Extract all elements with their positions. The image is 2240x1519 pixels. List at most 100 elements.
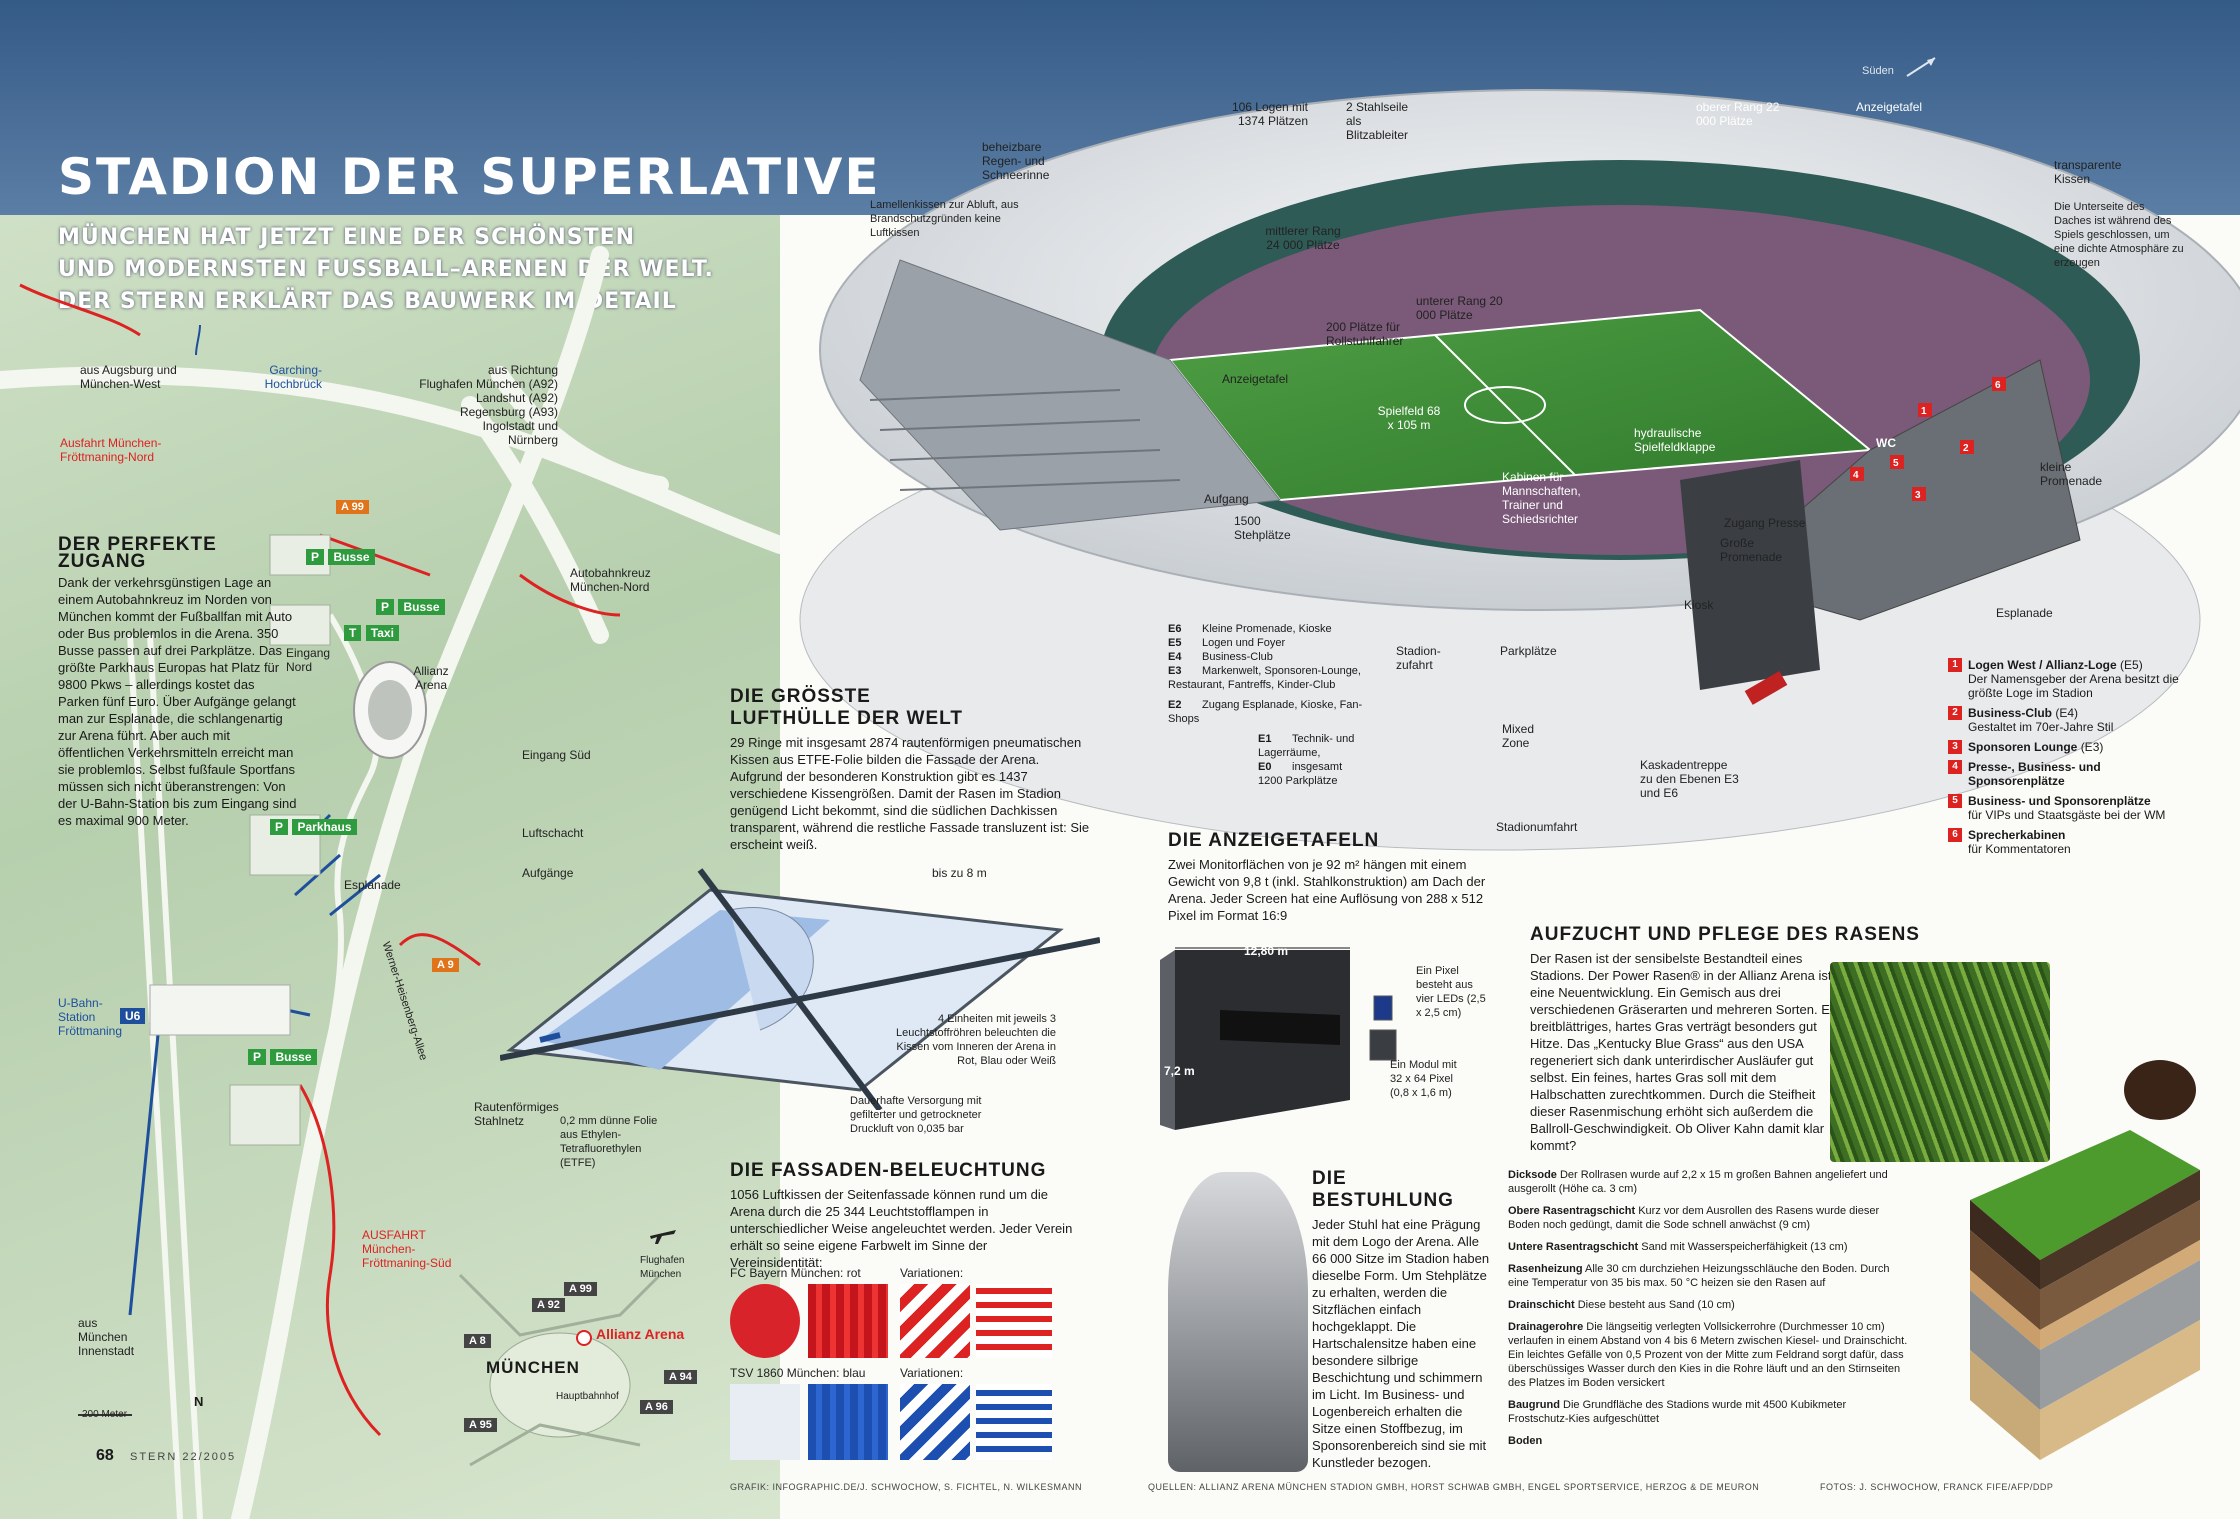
label-hauptbahnhof: Hauptbahnhof	[556, 1391, 619, 1402]
layer-item: Untere Rasentragschicht Sand mit Wassers…	[1508, 1240, 1908, 1254]
legend-number: 6	[1948, 828, 1962, 842]
label-anzeigetafel-top: Anzeigetafel	[1856, 100, 1923, 114]
parking-busse-1: P Busse	[306, 548, 375, 566]
layer-item: Drainagerohre Die längseitig verlegten V…	[1508, 1320, 1908, 1390]
label-parkplaetze: Parkplätze	[1500, 644, 1557, 658]
floor-code: E2	[1168, 699, 1182, 711]
layer-name: Baugrund	[1508, 1399, 1560, 1411]
layer-name: Drainschicht	[1508, 1299, 1575, 1311]
lawn-text: Der Rasen ist der sensibelste Bestandtei…	[1530, 951, 1841, 1153]
label-grosse-promenade: Große Promenade	[1720, 536, 1783, 564]
label-unterer-rang: unterer Rang 20 000 Plätze	[1416, 294, 1503, 322]
label-muenchen: MÜNCHEN	[486, 1358, 580, 1377]
label-a94: A 94	[664, 1370, 697, 1384]
parking-parkhaus-top: P Busse	[376, 598, 445, 616]
taxi-t-icon: T	[344, 625, 362, 641]
floor-code: E1	[1258, 733, 1272, 745]
label-a92: A 92	[532, 1298, 565, 1312]
busse-label: Busse	[270, 1049, 317, 1065]
label-garching: Garching-Hochbrück	[264, 363, 322, 391]
legend-text: für Kommentatoren	[1968, 842, 2071, 856]
layer-item: Rasenheizung Alle 30 cm durchziehen Heiz…	[1508, 1262, 1908, 1290]
access-text: Dank der verkehrsgünstigen Lage an einem…	[58, 575, 297, 828]
label-logen: 106 Logen mit 1374 Plätzen	[1231, 100, 1308, 128]
layer-text: Die Grundfläche des Stadions wurde mit 4…	[1508, 1399, 1847, 1425]
svg-text:4: 4	[1853, 470, 1859, 481]
busse-label: Busse	[398, 599, 445, 615]
seat-photo	[1168, 1172, 1308, 1472]
label-oberer-rang: oberer Rang 22 000 Plätze	[1696, 100, 1780, 128]
label-folie: 0,2 mm dünne Folie aus Ethylen-Tetrafluo…	[560, 1115, 658, 1169]
label-transparente-kissen: transparente Kissen	[2054, 158, 2122, 186]
label-richtung: aus Richtung Flughafen München (A92) Lan…	[400, 363, 558, 447]
legend-number: 2	[1948, 706, 1962, 720]
parkhaus-label: Parkhaus	[292, 819, 357, 835]
legend-text: für VIPs und Staatsgäste bei der WM	[1968, 808, 2166, 822]
bus-icon	[1744, 671, 1788, 705]
lawn-section: AUFZUCHT UND PFLEGE DES RASENS Der Rasen…	[1530, 924, 1919, 1154]
layer-item: Baugrund Die Grundfläche des Stadions wu…	[1508, 1398, 1908, 1426]
legend-title: Sponsoren Lounge	[1968, 740, 2078, 754]
red-route-sued	[298, 1084, 382, 1437]
layer-text: Kurz vor dem Ausrollen des Rasens wurde …	[1508, 1205, 1880, 1231]
label-esplanade-map: Esplanade	[344, 878, 401, 892]
legend-title: Presse-, Business- und Sponsorenplätze	[1968, 760, 2101, 788]
parking-parkhaus: P Parkhaus	[270, 818, 357, 836]
label-pixel: Ein Pixel besteht aus vier LEDs (2,5 x 2…	[1416, 965, 1486, 1019]
svg-text:6: 6	[1995, 380, 2001, 391]
seating-section: DIE BESTUHLUNG Jeder Stuhl hat eine Präg…	[1312, 1168, 1492, 1471]
label-zugang-presse: Zugang Presse	[1724, 516, 1806, 530]
subtitle-line-1: MÜNCHEN HAT JETZT EINE DER SCHÖNSTEN	[58, 225, 636, 250]
label-unterseite: Die Unterseite des Daches ist während de…	[2054, 201, 2184, 269]
compass-label: Süden	[1862, 65, 1894, 77]
label-bis-8m: bis zu 8 m	[932, 866, 987, 880]
label-klappe: hydraulische Spielfeldklappe	[1634, 426, 1716, 454]
tsv-variation-stripes	[976, 1384, 1052, 1460]
label-innenstadt: aus München Innenstadt	[78, 1316, 135, 1358]
credits-grafik: GRAFIK: INFOGRAPHIC.DE/J. SCHWOCHOW, S. …	[730, 1482, 1083, 1492]
svg-text:1: 1	[1921, 406, 1927, 417]
legend-title: Logen West / Allianz-Loge	[1968, 658, 2117, 672]
legend-title: Business- und Sponsorenplätze	[1968, 794, 2151, 808]
label-luftschacht: Luftschacht	[522, 826, 584, 840]
label-augsburg: aus Augsburg und München-West	[80, 363, 177, 391]
tsv-swatch-blue	[808, 1384, 888, 1460]
legend-extra: (E5)	[2120, 658, 2143, 672]
kaskadentreppe	[1680, 460, 1820, 690]
label-stadionumfahrt: Stadionumfahrt	[1496, 820, 1578, 834]
facade-section: DIE FASSADEN-BELEUCHTUNG 1056 Luftkissen…	[730, 1160, 1076, 1271]
legend-item: 4 Presse-, Business- und Sponsorenplätze	[1948, 760, 2188, 788]
layer-item: Dicksode Der Rollrasen wurde auf 2,2 x 1…	[1508, 1168, 1908, 1196]
legend-title: Business-Club	[1968, 706, 2053, 720]
subtitle-line-3: DER STERN ERKLÄRT DAS BAUWERK IM DETAIL	[58, 289, 677, 314]
layer-name: Obere Rasentragschicht	[1508, 1205, 1636, 1217]
boards-title: DIE ANZEIGETAFELN	[1168, 830, 1380, 851]
label-kaskadentreppe: Kaskadentreppe zu den Ebenen E3 und E6	[1640, 758, 1739, 800]
floor-text: Markenwelt, Sponsoren-Lounge, Restaurant…	[1168, 665, 1361, 691]
richtung-line-4: Regensburg (A93)	[459, 405, 558, 419]
label-stehplaetze: 1500 Stehplätze	[1234, 514, 1291, 542]
legend-number: 3	[1948, 740, 1962, 754]
floor-code: E6	[1168, 623, 1182, 635]
parking-p-icon: P	[376, 599, 395, 615]
legend-text: Der Namensgeber der Arena besitzt die gr…	[1968, 672, 2179, 700]
layer-text: Die längseitig verlegten Vollsickerrohre…	[1508, 1321, 1908, 1389]
hull-text: 29 Ringe mit insgesamt 2874 rautenförmig…	[730, 735, 1090, 852]
floor-text: Kleine Promenade, Kioske	[1202, 623, 1332, 635]
scale-label: 200 Meter	[82, 1409, 128, 1420]
label-kreuz: Autobahnkreuz München-Nord	[570, 566, 651, 594]
floor-text: Zugang Esplanade, Kioske, Fan-Shops	[1168, 699, 1363, 725]
legend-number: 4	[1948, 760, 1962, 774]
label-stahlseile: 2 Stahlseile als Blitzableiter	[1346, 100, 1409, 142]
label-a96: A 96	[640, 1400, 673, 1414]
richtung-line-1: aus Richtung	[487, 363, 558, 377]
label-wc: WC	[1876, 436, 1896, 450]
label-rollstuhl: 200 Plätze für Rollstuhlfahrer	[1326, 320, 1404, 348]
